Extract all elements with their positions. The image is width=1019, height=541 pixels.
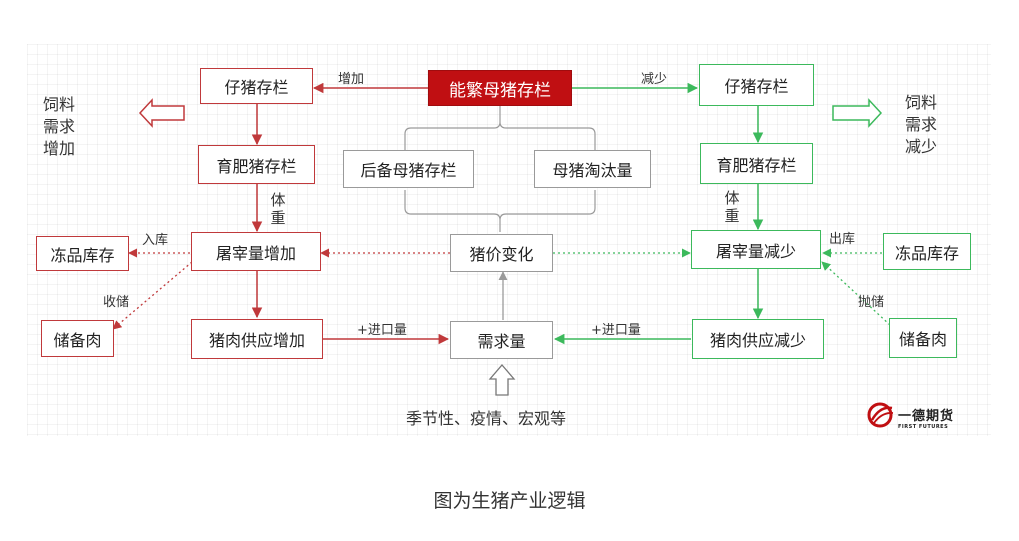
right-reserve-meat-box: 储备肉 xyxy=(889,318,957,358)
label-release-reserve: 抛储 xyxy=(858,295,885,310)
label-increase: 增加 xyxy=(338,72,365,87)
label-in-storage: 入库 xyxy=(142,233,169,248)
right-piglets-box: 仔猪存栏 xyxy=(699,64,814,106)
right-slaughter-box: 屠宰量减少 xyxy=(691,230,821,269)
reserve-sows-box: 后备母猪存栏 xyxy=(343,150,474,188)
arrow-slaughter-to-reserve xyxy=(112,261,193,330)
brace-bottom xyxy=(404,190,596,232)
label-import-left: +进口量 xyxy=(357,323,407,338)
arrow-reserve-to-slaughter xyxy=(821,261,891,326)
logo-name: 一德期货 xyxy=(898,409,955,424)
right-fattening-box: 育肥猪存栏 xyxy=(700,143,813,184)
label-import-right: +进口量 xyxy=(591,323,641,338)
left-slaughter-box: 屠宰量增加 xyxy=(191,232,321,271)
brace-top xyxy=(404,106,596,150)
feed-demand-decrease-text: 饲料需求减少 xyxy=(905,93,938,156)
left-frozen-inventory-box: 冻品库存 xyxy=(36,236,129,271)
hollow-arrow-right-icon xyxy=(832,98,883,128)
price-change-box: 猪价变化 xyxy=(450,234,553,272)
logo-subtext: FIRST FUTURES xyxy=(898,424,949,430)
sow-inventory-box: 能繁母猪存栏 xyxy=(428,70,572,106)
company-logo-icon xyxy=(867,402,894,428)
label-weight-right: 体重 xyxy=(724,189,740,225)
right-pork-supply-box: 猪肉供应减少 xyxy=(692,319,824,359)
label-collect-reserve: 收储 xyxy=(103,295,130,310)
left-pork-supply-box: 猪肉供应增加 xyxy=(191,319,323,359)
feed-demand-increase-text: 饲料需求增加 xyxy=(43,95,76,158)
right-frozen-inventory-box: 冻品库存 xyxy=(883,233,971,270)
left-fattening-box: 育肥猪存栏 xyxy=(198,145,315,184)
sow-cull-box: 母猪淘汰量 xyxy=(534,150,651,188)
company-logo-text: 一德期货 FIRST FUTURES xyxy=(898,405,954,430)
demand-box: 需求量 xyxy=(450,321,553,359)
left-piglets-box: 仔猪存栏 xyxy=(200,68,313,104)
demand-drivers-text: 季节性、疫情、宏观等 xyxy=(406,409,567,428)
figure-caption: 图为生猪产业逻辑 xyxy=(433,490,586,512)
hollow-arrow-up-icon xyxy=(488,364,516,396)
hollow-arrow-left-icon xyxy=(138,98,185,128)
label-decrease: 减少 xyxy=(641,72,668,87)
label-out-storage: 出库 xyxy=(829,232,856,247)
label-weight-left: 体重 xyxy=(270,191,286,227)
left-reserve-meat-box: 储备肉 xyxy=(41,320,114,357)
